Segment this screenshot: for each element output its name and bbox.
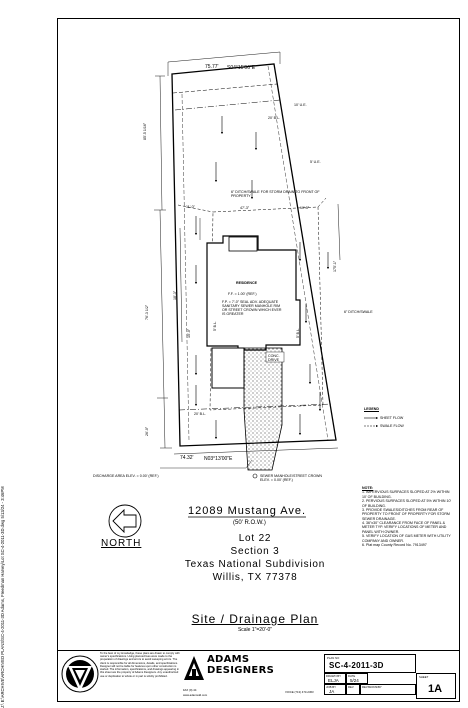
lot-number: Lot 22 <box>238 533 272 544</box>
rear-easement-label: 10' U.E. <box>294 103 307 107</box>
front-setback-dim: 47'-3" <box>240 206 250 210</box>
concrete-drive <box>243 347 283 471</box>
drawn-by-box: DRAWN BY ELJA <box>324 673 346 684</box>
north-label: NORTH <box>101 538 142 549</box>
note-item: 4. 36"x30" CLEARANCE FROM FACE OF PANEL … <box>362 521 447 534</box>
flow-arrows <box>194 116 330 440</box>
rear-easement-line <box>172 83 278 94</box>
left-low-dim: 26'-0" <box>145 426 149 436</box>
house-footprint <box>206 235 301 351</box>
company-fax: FAX (9) 44 <box>183 688 197 692</box>
side-setback-a: 5' B.L. <box>213 320 217 331</box>
right-side-dim: 175'-1" <box>333 260 337 272</box>
plan-number: SC-4-2011-3D <box>329 661 384 670</box>
plan-number-box: PLAN NO SC-4-2011-3D <box>324 654 416 673</box>
city-state-zip: Willis, TX 77378 <box>212 572 298 583</box>
legend-title: LEGEND <box>364 407 379 411</box>
legend-item-sheet-flow: SHEET FLOW <box>380 416 404 420</box>
drawing-scale: Scale 1"=20'-0" <box>237 627 273 633</box>
revisions-box: REVISIONS/BY <box>360 684 416 695</box>
finished-floor-label: F.F. = 1.00' (REF.) <box>228 292 257 296</box>
note-item: 3. PROVIDE SWALES/DITCHES FROM REAR OF P… <box>362 507 450 521</box>
left-total-dim: 85'-5 1/16" <box>143 122 147 140</box>
rev-box: REV <box>346 684 360 695</box>
porch <box>228 236 258 252</box>
date-label: DATE <box>348 674 356 678</box>
top-width-dim: 75.77' <box>205 64 219 70</box>
drive-label: CONC. DRIVE <box>268 354 280 363</box>
right-easement-label: 5' U.E. <box>310 160 321 164</box>
designer-seal-logo <box>61 655 99 693</box>
dimension-lines <box>154 51 341 455</box>
company-logo-icon <box>184 656 204 680</box>
rear-building-line-label: 20' B.L. <box>268 116 281 120</box>
house-dim-a: 18'-3" <box>173 290 177 300</box>
company-voice: VOICE (713) 473-2363 <box>285 690 314 694</box>
north-arrow-icon <box>112 508 137 534</box>
front-building-line <box>178 403 333 411</box>
bottom-width-dim: 74.32' <box>180 455 194 461</box>
residence-label: RESIDENCE <box>236 281 257 285</box>
section-number: Section 3 <box>230 546 280 557</box>
address-underline <box>188 516 306 518</box>
note-item: 2. PERVIOUS SURFACES SLOPED AT 5% WITHIN… <box>362 499 452 508</box>
front-right-dim: 10'-5" <box>300 206 310 210</box>
notes-title: NOTE: <box>362 486 374 490</box>
company-name-line2: DESIGNERS <box>207 665 275 676</box>
company-name-line1: ADAMS <box>207 654 250 665</box>
sewer-manhole <box>252 473 258 479</box>
discharge-label: DISCHARGE AREA ELEV. = 0.00' (REF.) <box>93 474 159 478</box>
company-web: www.adamsdd.com <box>183 693 208 697</box>
title-block <box>57 650 460 702</box>
job-by-label: JOB BY <box>326 685 336 689</box>
date-box: DATE 5/24 <box>346 673 368 684</box>
job-by-box: JOB BY JA <box>324 684 346 695</box>
rear-building-line <box>174 99 281 111</box>
drawn-by-value: ELJA <box>328 678 339 683</box>
rev-label: REV <box>348 685 354 689</box>
disclaimer-text: To the best of my knowledge, these plans… <box>100 652 180 678</box>
left-easement-line <box>181 93 190 441</box>
side-setback-b: 5' B.L. <box>296 327 300 338</box>
lot-boundary <box>171 63 337 447</box>
left-mid-dim: 76'-3 1/2" <box>145 304 149 320</box>
subdivision-name: Texas National Subdivision <box>184 559 326 570</box>
sheet-number: 1A <box>428 683 443 695</box>
front-building-line-label: 20' B.L. <box>194 412 207 416</box>
revisions-label: REVISIONS/BY <box>362 685 382 689</box>
street-address: 12089 Mustang Ave. <box>188 505 307 517</box>
sheet-box: SHEET 1A <box>416 673 456 699</box>
sheet-label: SHEET <box>419 675 429 679</box>
top-bearing-dim: S04°15'06"E <box>227 65 256 71</box>
bottom-bearing-dim: N03°13'00"E <box>204 456 233 462</box>
ditch-top-label: 6" DITCH/SWALE FOR STORM DRAIN TO FRONT … <box>231 190 320 199</box>
right-of-way: (50' R.O.W.) <box>233 520 266 526</box>
left-side-dim: 11'-0" <box>186 205 195 209</box>
note-item: 1. IMPERVIOUS SURFACES SLOPED AT 2% WITH… <box>362 490 450 499</box>
date-value: 5/24 <box>350 678 359 683</box>
garage <box>211 347 245 389</box>
house-dim-b: 15'-0" <box>187 328 191 338</box>
note-item: 6. Plat map County Record No. 7913497 <box>362 542 427 547</box>
legend-item-swale-flow: SWALE FLOW <box>380 424 404 428</box>
north-arrow-circle <box>108 504 142 538</box>
job-by-value: JA <box>329 689 335 694</box>
right-easement-line <box>267 65 329 441</box>
sewer-label: SEWER MANHOLE/STREET CROWN ELEV. = 0.00'… <box>260 474 323 483</box>
note-item: 5. VERIFY LOCATION OF GAS METER WITH UTI… <box>362 534 451 543</box>
lot-information: Lot 22 Section 3 Texas National Subdivis… <box>170 532 340 584</box>
drawn-by-label: DRAWN BY <box>326 674 341 678</box>
general-notes: NOTE: 1. IMPERVIOUS SURFACES SLOPED AT 2… <box>362 486 454 547</box>
floor-elevation-note: F.P. = 7'-0" SEAL ADV. ADEQUATE SANITARY… <box>222 300 282 317</box>
plan-no-label: PLAN NO <box>327 656 340 660</box>
drawing-title: Site / Drainage Plan <box>191 612 319 626</box>
ditch-right-label: 6" DITCH/SWALE <box>344 310 373 314</box>
